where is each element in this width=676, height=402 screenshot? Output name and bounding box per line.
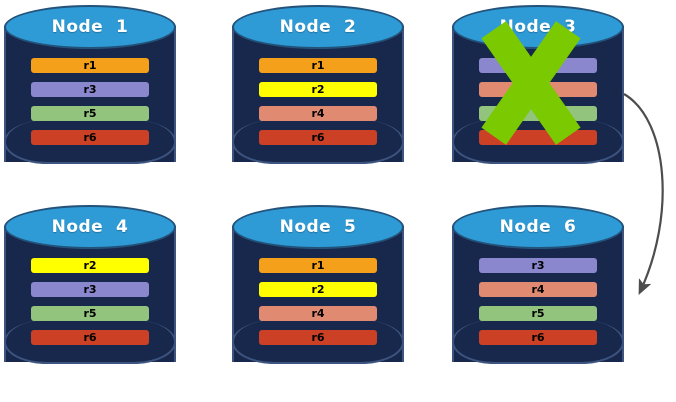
- node-2-replica-list: r1 r2 r4 r6: [259, 58, 377, 145]
- node-3-title: Node 3: [499, 17, 577, 37]
- cylinder-top: [4, 5, 176, 49]
- replica-bar[interactable]: [479, 130, 597, 145]
- replica-bar[interactable]: r3: [31, 82, 149, 97]
- node-5[interactable]: Node 5 r1 r2 r4 r6: [228, 200, 408, 380]
- replica-bar[interactable]: r6: [259, 130, 377, 145]
- node-2-title: Node 2: [279, 17, 357, 37]
- node-4-replica-list: r2 r3 r5 r6: [31, 258, 149, 345]
- cylinder-top: [232, 205, 404, 249]
- node-6[interactable]: Node 6 r3 r4 r5 r6: [448, 200, 628, 380]
- replica-bar[interactable]: r4: [259, 106, 377, 121]
- cylinder-top: [4, 205, 176, 249]
- node-4[interactable]: Node 4 r2 r3 r5 r6: [0, 200, 180, 380]
- replica-bar[interactable]: r5: [31, 306, 149, 321]
- node-5-title: Node 5: [279, 217, 357, 237]
- replica-bar[interactable]: r3: [31, 282, 149, 297]
- node-3[interactable]: Node 3 r3: [448, 0, 628, 180]
- replica-bar[interactable]: r1: [259, 58, 377, 73]
- replica-bar[interactable]: [479, 82, 597, 97]
- replica-bar[interactable]: r6: [479, 330, 597, 345]
- node-1-title: Node 1: [51, 17, 129, 37]
- node-3-replica-list: r3: [479, 58, 597, 145]
- replica-bar[interactable]: r3: [479, 258, 597, 273]
- node-4-title: Node 4: [51, 217, 129, 237]
- node-1-replica-list: r1 r3 r5 r6: [31, 58, 149, 145]
- node-1[interactable]: Node 1 r1 r3 r5 r6: [0, 0, 180, 180]
- node-2[interactable]: Node 2 r1 r2 r4 r6: [228, 0, 408, 180]
- replica-bar[interactable]: r2: [259, 282, 377, 297]
- node-5-replica-list: r1 r2 r4 r6: [259, 258, 377, 345]
- replica-bar[interactable]: r4: [479, 282, 597, 297]
- replica-bar[interactable]: r6: [31, 330, 149, 345]
- cylinder-top: [452, 205, 624, 249]
- replica-bar[interactable]: r6: [259, 330, 377, 345]
- replica-bar[interactable]: r1: [31, 58, 149, 73]
- replica-bar[interactable]: r2: [259, 82, 377, 97]
- node-6-title: Node 6: [499, 217, 577, 237]
- failover-arrow-path: [623, 93, 664, 295]
- replica-bar[interactable]: [479, 106, 597, 121]
- replica-bar[interactable]: r3: [479, 58, 597, 73]
- replica-bar[interactable]: r4: [259, 306, 377, 321]
- replica-bar[interactable]: r5: [31, 106, 149, 121]
- cylinder-top: [232, 5, 404, 49]
- replica-bar[interactable]: r2: [31, 258, 149, 273]
- replica-bar[interactable]: r1: [259, 258, 377, 273]
- replica-bar[interactable]: r6: [31, 130, 149, 145]
- replica-bar[interactable]: r5: [479, 306, 597, 321]
- node-6-replica-list: r3 r4 r5 r6: [479, 258, 597, 345]
